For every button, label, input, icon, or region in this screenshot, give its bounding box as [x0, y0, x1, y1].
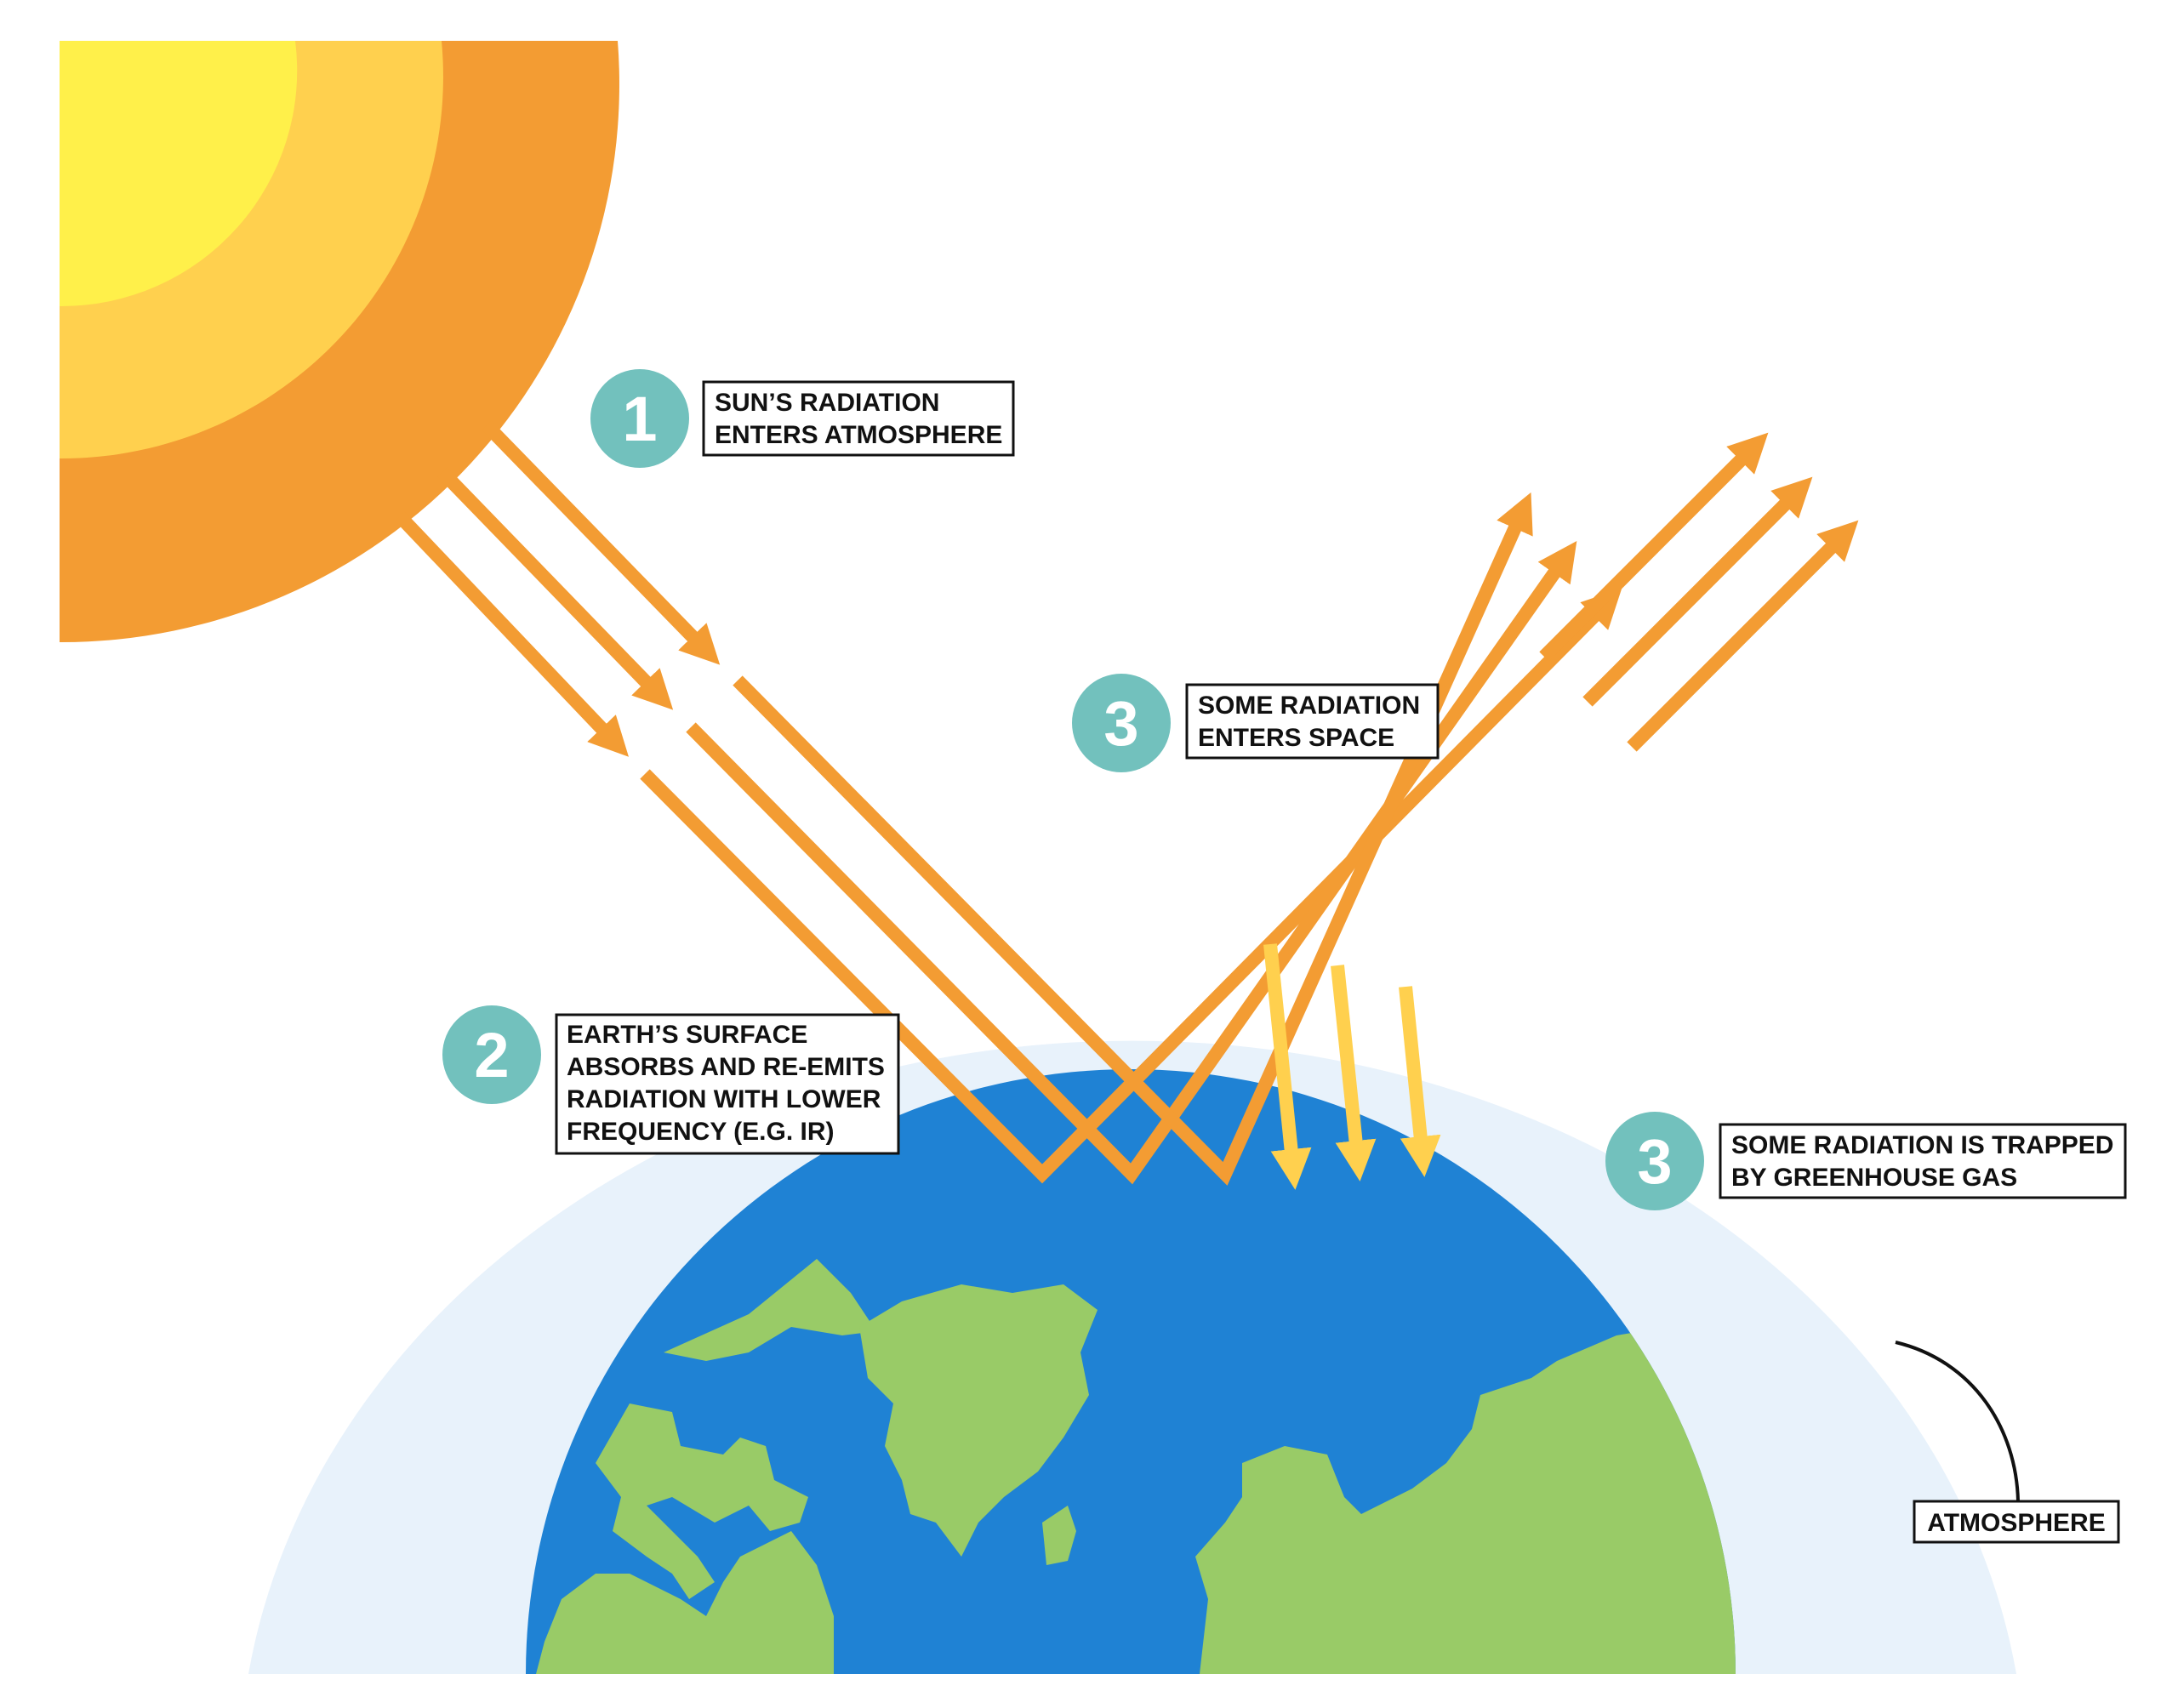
- incoming-ray: [395, 511, 629, 757]
- sun-core: [60, 41, 298, 307]
- step-badge: [442, 1005, 541, 1104]
- trapped-ray: [1263, 943, 1312, 1190]
- incoming-ray: [437, 467, 674, 710]
- step-label-box: [555, 1013, 900, 1155]
- incoming-ray: [482, 420, 721, 665]
- reflected-ray: [640, 588, 1622, 1184]
- trapped-rays: [1263, 943, 1441, 1190]
- sun: [60, 41, 619, 643]
- step-badge: [590, 369, 689, 468]
- step-3-trapped: 3 SOME RADIATION IS TRAPPED BY GREENHOUS…: [1605, 1112, 2127, 1210]
- step-number: 2: [474, 1020, 509, 1090]
- step-label-box: [1719, 1123, 2127, 1199]
- outgoing-ray: [1582, 476, 1813, 707]
- earth: [526, 1069, 1736, 1674]
- continent-southwest: [536, 1531, 834, 1674]
- step-badge: [1605, 1112, 1704, 1210]
- step-3-space: 3 SOME RADIATION ENTERS SPACE: [1072, 674, 1440, 772]
- step-label: EARTH’S SURFACE ABSORBS AND RE-EMITS RAD…: [567, 1021, 892, 1146]
- trapped-ray: [1331, 965, 1377, 1181]
- reflected-ray: [686, 541, 1577, 1185]
- step-number: 3: [1103, 688, 1138, 759]
- continent-central: [859, 1284, 1098, 1557]
- step-badge: [1072, 674, 1171, 772]
- trapped-ray: [1399, 986, 1441, 1177]
- outgoing-ray: [1627, 520, 1859, 752]
- atmosphere-label: ATMOSPHERE: [1927, 1509, 2105, 1537]
- continent-west: [596, 1403, 808, 1599]
- atmosphere-callout: ATMOSPHERE: [1913, 1500, 2120, 1544]
- step-label: SOME RADIATION ENTERS SPACE: [1198, 692, 1427, 752]
- step-1: 1 SUN’S RADIATION ENTERS ATMOSPHERE: [590, 369, 1015, 468]
- continent-east: [1195, 1327, 1736, 1674]
- island: [1042, 1506, 1076, 1565]
- atmosphere-leader-line: [1895, 1341, 2020, 1502]
- step-number: 1: [622, 384, 657, 454]
- step-label: SOME RADIATION IS TRAPPED BY GREENHOUSE …: [1731, 1131, 2121, 1192]
- earth-continents: [536, 1259, 1736, 1674]
- step-number: 3: [1637, 1126, 1672, 1197]
- outgoing-rays: [1539, 432, 1859, 752]
- outgoing-ray: [1539, 432, 1769, 662]
- step-label: SUN’S RADIATION ENTERS ATMOSPHERE: [715, 389, 1002, 449]
- atmosphere-label-box: [1913, 1500, 2120, 1544]
- step-2: 2 EARTH’S SURFACE ABSORBS AND RE-EMITS R…: [442, 1005, 900, 1155]
- step-label-box: [702, 380, 1015, 457]
- incoming-rays: [395, 420, 721, 757]
- continent-northwest: [664, 1259, 876, 1361]
- step-label-box: [1185, 683, 1440, 760]
